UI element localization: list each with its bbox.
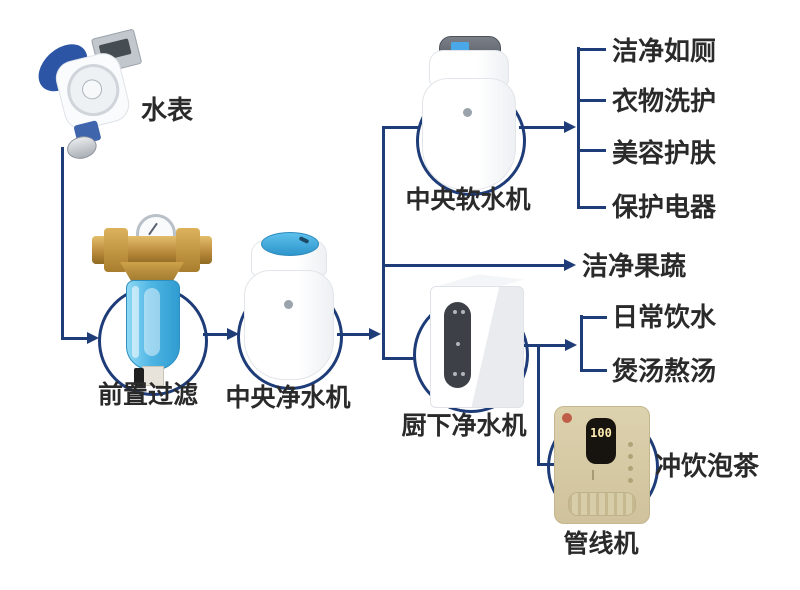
- softener-tank: [422, 78, 516, 190]
- label-use-fruit-veg: 洁净果蔬: [582, 251, 687, 281]
- undersink-strip-dot: [461, 310, 465, 314]
- pre-filter-core: [144, 288, 160, 356]
- undersink-strip-dot: [453, 310, 457, 314]
- label-use-toilet: 洁净如厕: [612, 36, 717, 66]
- central-purifier-blue-top: [261, 232, 319, 256]
- softener-display: [451, 42, 469, 51]
- undersink-strip-dot: [453, 372, 457, 376]
- label-pre-filter: 前置过滤: [97, 381, 198, 409]
- label-water-meter: 水表: [141, 95, 194, 125]
- water-meter-illustration: [29, 28, 150, 162]
- undersink-bracket-stub-1: [580, 316, 607, 319]
- undersink-strip-dot: [456, 342, 460, 346]
- connector-into-pipeline: [537, 463, 558, 466]
- label-use-drinking: 日常饮水: [612, 302, 717, 332]
- central-purifier-illustration: [239, 232, 337, 380]
- pre-filter-drain-valve: [134, 368, 144, 386]
- pre-filter-illustration: [92, 212, 212, 386]
- label-use-tea: 冲饮泡茶: [655, 451, 760, 481]
- softener-logo: [463, 108, 472, 117]
- undersink-strip-dot: [461, 372, 465, 376]
- undersink-bracket-stub-2: [580, 369, 607, 372]
- pipeline-machine-button: [628, 478, 633, 483]
- label-use-laundry: 衣物洗护: [612, 86, 717, 116]
- pipeline-machine-outlet-mark: [592, 470, 594, 480]
- central-softener-illustration: [417, 36, 519, 190]
- pre-filter-highlight: [132, 286, 139, 358]
- connector-drop-to-pipeline: [537, 344, 540, 466]
- pipeline-machine-button: [628, 442, 633, 447]
- connector-to-fruit-veg: [382, 264, 565, 267]
- arrowhead-to-purifier: [227, 328, 239, 340]
- label-central-softener: 中央软水机: [405, 186, 531, 214]
- label-central-purifier: 中央净水机: [225, 384, 351, 412]
- connector-undersink-out: [522, 344, 566, 347]
- arrowhead-softener-bracket: [564, 121, 576, 133]
- connector-prefilter-to-purifier: [203, 333, 228, 336]
- central-purifier-tank: [244, 270, 334, 380]
- arrowhead-fruit-veg: [564, 259, 576, 271]
- softener-bracket-stub-3: [577, 149, 606, 152]
- junction-trunk: [382, 126, 385, 360]
- connector-meter-to-prefilter: [61, 337, 87, 340]
- label-undersink-purifier: 厨下净水机: [401, 412, 527, 440]
- pipeline-machine-button: [628, 454, 633, 459]
- arrowhead-undersink-bracket: [565, 339, 577, 351]
- pipeline-machine-display: 100: [586, 418, 616, 464]
- pipeline-machine-logo: [562, 413, 572, 423]
- pre-filter-brass-collar: [120, 262, 184, 284]
- pipeline-machine-illustration: 100: [554, 406, 650, 526]
- softener-bracket-spine: [577, 47, 580, 209]
- label-pipeline-machine: 管线机: [563, 530, 639, 558]
- arrowhead-to-prefilter: [87, 332, 99, 344]
- undersink-purifier-illustration: [424, 270, 528, 412]
- connector-to-softener: [382, 126, 418, 129]
- connector-purifier-out: [337, 333, 370, 336]
- label-use-skincare: 美容护肤: [612, 138, 717, 168]
- softener-bracket-stub-2: [577, 99, 606, 102]
- arrowhead-to-junction: [369, 328, 381, 340]
- connector-softener-out: [519, 126, 565, 129]
- pipeline-machine-drip-tray: [568, 492, 636, 516]
- connector-meter-down: [61, 147, 64, 339]
- pipeline-machine-button: [628, 466, 633, 471]
- softener-bracket-stub-1: [577, 48, 606, 51]
- softener-bracket-stub-4: [577, 206, 606, 209]
- label-use-soup: 煲汤熬汤: [612, 356, 717, 386]
- label-use-appliances: 保护电器: [612, 192, 717, 222]
- connector-to-undersink: [382, 357, 414, 360]
- undersink-bracket-spine: [580, 315, 583, 372]
- central-purifier-logo: [284, 300, 293, 309]
